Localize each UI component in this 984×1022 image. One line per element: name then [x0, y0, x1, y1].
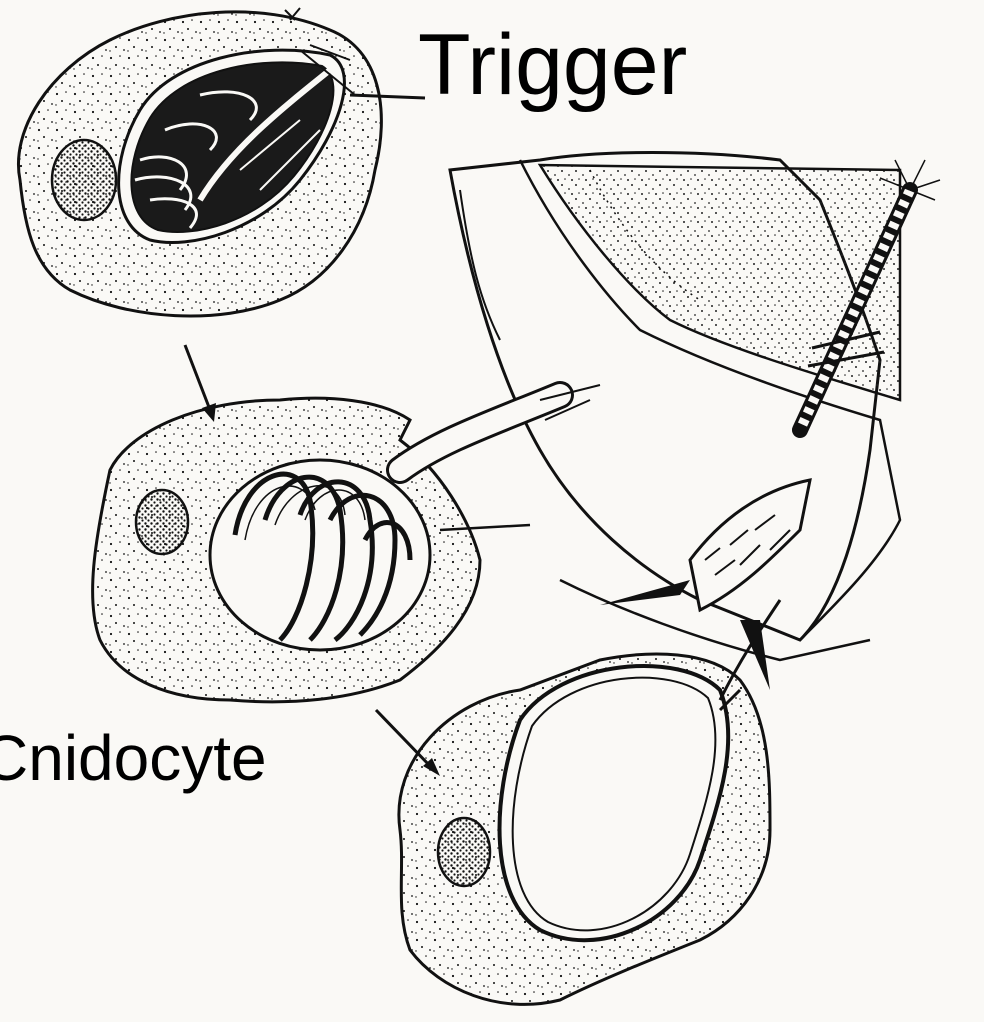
nucleus — [438, 818, 490, 886]
cnidocyte-discharging — [93, 385, 600, 702]
label-cnidocyte: Cnidocyte — [0, 726, 267, 790]
label-trigger: Trigger — [418, 22, 687, 108]
nucleus — [136, 490, 188, 554]
nucleus — [52, 140, 116, 220]
cnidocyte-undischarged — [18, 8, 425, 316]
